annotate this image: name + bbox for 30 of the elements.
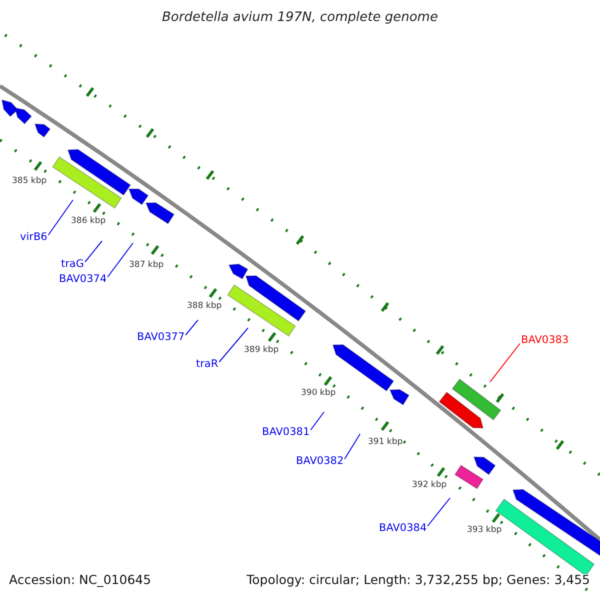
gene-label: BAV0382 (296, 456, 344, 466)
leader-line (185, 320, 198, 336)
gene-label: BAV0381 (262, 427, 310, 438)
scale-label: 392 kbp (412, 481, 447, 490)
scale-label: 389 kbp (244, 346, 279, 354)
scale-label: 390 kbp (301, 389, 336, 398)
gene-label: traR (196, 359, 218, 370)
gene-label: traG (61, 259, 84, 270)
leader-line (427, 498, 450, 526)
scale-label: 387 kbp (129, 261, 164, 270)
leader-line (84, 240, 102, 262)
leader-line (310, 412, 324, 430)
accession-note: Accession: NC_010645 (9, 574, 152, 586)
leader-line (48, 200, 74, 236)
gene-label: BAV0384 (379, 523, 427, 534)
scale-label: 385 kbp (12, 177, 47, 186)
gene-label: BAV0383 (521, 335, 569, 346)
scale-label: 393 kbp (467, 526, 502, 534)
genome-info-note: Topology: circular; Length: 3,732,255 bp; Genes: 3,455 (246, 574, 590, 586)
scale-label: 388 kbp (187, 302, 222, 310)
leader-line (107, 242, 134, 278)
gene-label: BAV0377 (137, 332, 185, 342)
leader-line (344, 434, 360, 460)
leader-line (490, 343, 520, 382)
title: Bordetella avium 197N, complete genome (161, 11, 439, 24)
scale-label: 386 kbp (71, 217, 106, 226)
scale-label: 391 kbp (368, 438, 403, 446)
gene-label: BAV0374 (59, 274, 107, 284)
leader-line (218, 328, 248, 362)
gene-label: virB6 (20, 232, 48, 242)
